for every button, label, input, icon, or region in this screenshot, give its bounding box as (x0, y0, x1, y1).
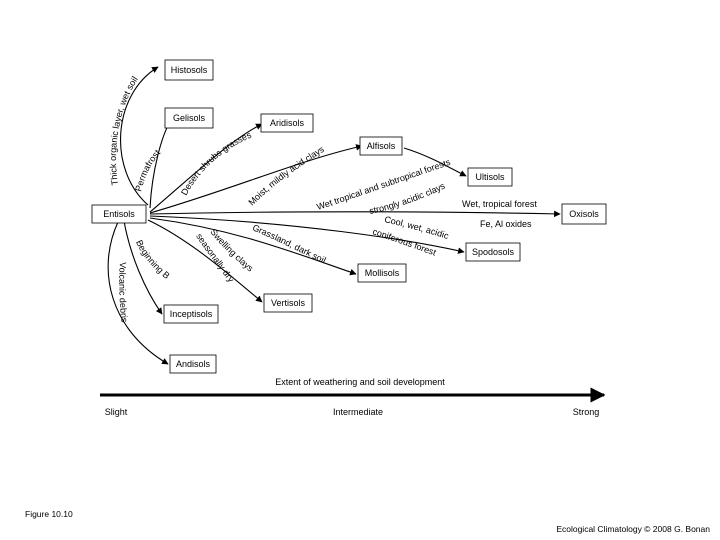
svg-text:Andisols: Andisols (176, 359, 211, 369)
box-mollisols: Mollisols (357, 263, 407, 283)
credit-line: Ecological Climatology © 2008 G. Bonan (556, 524, 710, 534)
box-histosols: Histosols (164, 59, 214, 81)
arrow-to-alfisols (149, 144, 363, 214)
pathway-oxisols-line2: Fe, Al oxides (480, 219, 532, 229)
arrow-alfisols-to-ultisols (403, 147, 467, 177)
pathway-andisols: Volcanic debris (117, 262, 129, 323)
pathway-oxisols-line1: Wet, tropical forest (462, 199, 537, 209)
arrow-to-inceptisols (123, 220, 163, 315)
arrow-to-oxisols (149, 210, 561, 218)
svg-text:Spodosols: Spodosols (472, 247, 515, 257)
svg-text:Gelisols: Gelisols (173, 113, 206, 123)
svg-text:Entisols: Entisols (103, 209, 135, 219)
box-oxisols: Oxisols (561, 203, 607, 225)
box-entisols: Entisols (91, 204, 147, 224)
box-ultisols: Ultisols (467, 167, 513, 187)
svg-text:Histosols: Histosols (171, 65, 208, 75)
figure-number: Figure 10.10 (25, 509, 73, 519)
pathway-histosols: Thick organic layer, wet soil (108, 74, 140, 185)
box-spodosols: Spodosols (465, 242, 521, 262)
svg-text:Mollisols: Mollisols (365, 268, 400, 278)
svg-text:Inceptisols: Inceptisols (170, 309, 213, 319)
box-vertisols: Vertisols (263, 293, 313, 313)
box-alfisols: Alfisols (359, 136, 403, 156)
svg-text:Ultisols: Ultisols (475, 172, 505, 182)
arrow-to-andisols (107, 221, 169, 365)
arrow-to-mollisols (149, 217, 357, 276)
axis-title: Extent of weathering and soil developmen… (275, 377, 445, 387)
box-andisols: Andisols (169, 354, 217, 374)
box-gelisols: Gelisols (164, 107, 214, 129)
axis-label-intermediate: Intermediate (333, 407, 383, 417)
arrow-to-vertisols (147, 219, 263, 303)
axis-label-slight: Slight (105, 407, 128, 417)
svg-text:Alfisols: Alfisols (367, 141, 396, 151)
arrow-to-histosols (120, 66, 159, 206)
arrow-to-aridisols (149, 123, 263, 213)
svg-text:Oxisols: Oxisols (569, 209, 599, 219)
svg-text:Aridisols: Aridisols (270, 118, 305, 128)
box-inceptisols: Inceptisols (163, 304, 219, 324)
svg-text:Vertisols: Vertisols (271, 298, 306, 308)
arrow-to-spodosols (149, 215, 465, 254)
box-aridisols: Aridisols (260, 113, 314, 133)
pathway-alfisols: Moist, mildly acid clays (246, 144, 326, 208)
axis-label-strong: Strong (573, 407, 600, 417)
